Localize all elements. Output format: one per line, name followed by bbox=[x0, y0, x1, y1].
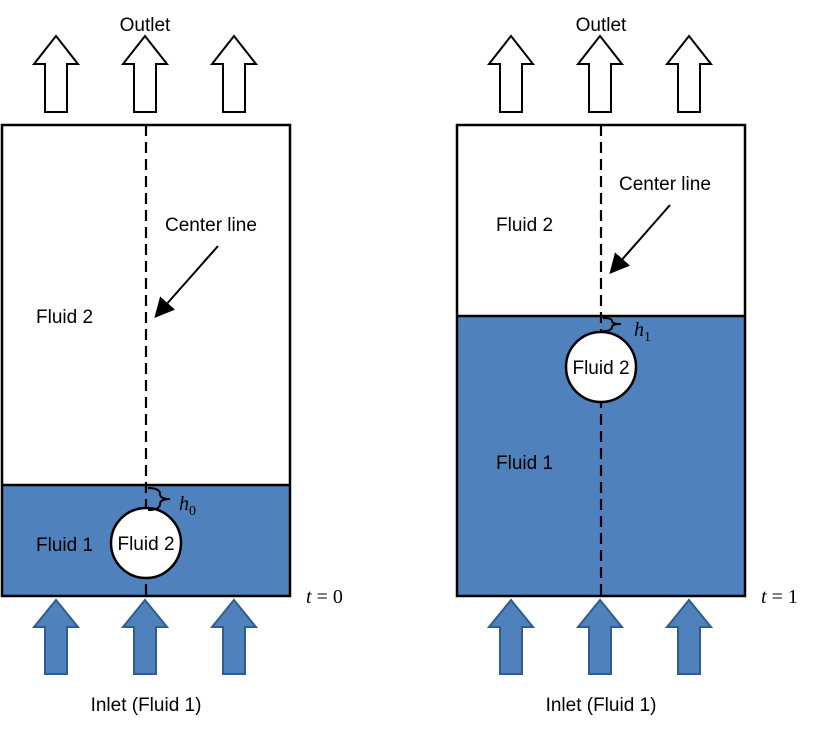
right-gap-symbol: h bbox=[634, 319, 644, 341]
left-inlet-arrow-2 bbox=[120, 598, 170, 675]
right-inlet-label: Inlet (Fluid 1) bbox=[546, 695, 657, 716]
left-time-variable: t bbox=[306, 586, 312, 608]
right-outlet-arrows bbox=[486, 34, 714, 113]
left-gap-subscript: 0 bbox=[189, 504, 196, 519]
right-gap-label: h1 bbox=[634, 319, 651, 345]
left-inlet-label: Inlet (Fluid 1) bbox=[91, 695, 202, 716]
left-inlet-arrow-1 bbox=[31, 598, 81, 675]
right-inlet-arrow-1 bbox=[486, 598, 536, 675]
right-upper-fluid-label: Fluid 2 bbox=[496, 215, 553, 236]
right-gap-bracket bbox=[602, 317, 622, 332]
right-time-value: 1 bbox=[788, 586, 798, 608]
right-gap-subscript: 1 bbox=[644, 330, 651, 345]
left-gap-symbol: h bbox=[179, 493, 189, 515]
left-outlet-arrow-3 bbox=[209, 34, 259, 113]
right-inlet-arrow-3 bbox=[664, 598, 714, 675]
left-panel: Outlet Fluid 2 h0 Fluid 2 Fluid 1 Center… bbox=[0, 15, 343, 716]
right-bubble-label: Fluid 2 bbox=[572, 358, 629, 379]
left-centerline-label: Center line bbox=[165, 215, 257, 236]
right-time-label: t = 1 bbox=[761, 586, 798, 608]
left-bubble-label: Fluid 2 bbox=[117, 534, 174, 555]
right-outlet-arrow-3 bbox=[664, 34, 714, 113]
left-upper-fluid-label: Fluid 2 bbox=[36, 307, 93, 328]
right-outlet-arrow-2 bbox=[575, 34, 625, 113]
right-inlet-arrow-2 bbox=[575, 598, 625, 675]
left-time-operator: = bbox=[312, 586, 333, 608]
left-outlet-arrow-1 bbox=[31, 34, 81, 113]
right-outlet-arrow-1 bbox=[486, 34, 536, 113]
left-outlet-arrow-2 bbox=[120, 34, 170, 113]
left-outlet-arrows bbox=[31, 34, 259, 113]
left-gap-label: h0 bbox=[179, 493, 196, 519]
right-inlet-arrows bbox=[486, 598, 714, 675]
right-time-variable: t bbox=[761, 586, 767, 608]
right-outlet-label: Outlet bbox=[576, 15, 627, 36]
right-time-operator: = bbox=[767, 586, 788, 608]
left-centerline-pointer bbox=[154, 245, 219, 318]
left-inlet-arrow-3 bbox=[209, 598, 259, 675]
left-lower-fluid-label: Fluid 1 bbox=[36, 535, 93, 556]
right-lower-fluid-label: Fluid 1 bbox=[496, 453, 553, 474]
right-bubble bbox=[564, 330, 638, 404]
left-bubble bbox=[109, 506, 183, 580]
left-time-label: t = 0 bbox=[306, 586, 343, 608]
right-centerline-label: Center line bbox=[619, 174, 711, 195]
left-gap-bracket bbox=[147, 487, 171, 511]
left-outlet-label: Outlet bbox=[120, 15, 171, 36]
left-time-value: 0 bbox=[333, 586, 343, 608]
right-panel: Outlet Fluid 2 h1 Fluid 2 Fluid 1 Center… bbox=[455, 15, 798, 716]
left-inlet-arrows bbox=[31, 598, 259, 675]
right-centerline-pointer bbox=[609, 204, 671, 275]
